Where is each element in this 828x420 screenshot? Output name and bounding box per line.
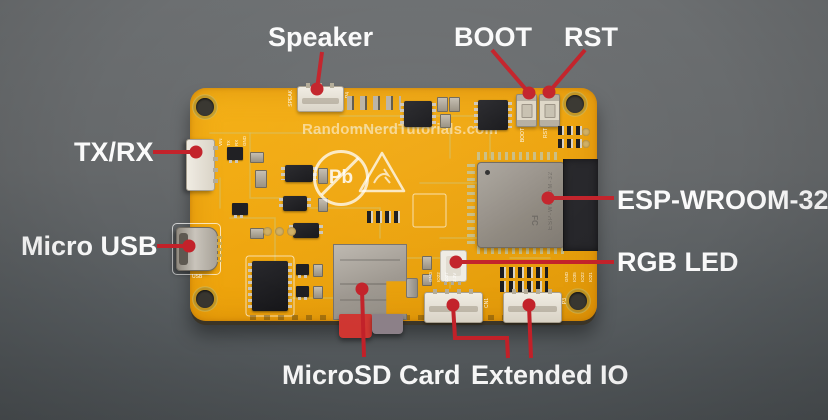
capacitor — [313, 264, 323, 277]
transistor — [296, 286, 309, 300]
microsd-card — [339, 314, 372, 338]
solder-pad — [582, 128, 590, 136]
mounting-hole — [196, 98, 214, 116]
speaker-connector — [297, 83, 344, 112]
capacitor — [313, 286, 323, 299]
reset-button-component — [539, 94, 560, 127]
label-esp-wroom-32: ESP-WROOM-32 — [617, 185, 828, 215]
capacitor — [250, 152, 264, 163]
esp-module-marking: ESP-WROOM-32 — [548, 171, 554, 231]
pointer-line-rst — [547, 48, 587, 94]
esp-castellated-pads — [477, 246, 565, 254]
ic-chip — [289, 223, 323, 238]
label-microsd-card: MicroSD Card — [282, 360, 461, 390]
mounting-hole — [196, 290, 214, 308]
rst-silkscreen: RST — [543, 128, 549, 138]
resistor-cluster — [558, 126, 584, 135]
resistor-cluster — [500, 267, 548, 278]
microsd-spring-contact — [406, 278, 418, 298]
ic-chip — [474, 100, 512, 130]
cn1-pin-labels: GND IO22 IO27 3.3V — [428, 272, 457, 282]
capacitor — [422, 256, 432, 270]
label-micro-usb: Micro USB — [21, 231, 158, 261]
usb-silkscreen: USB — [192, 274, 203, 280]
resistor-cluster — [558, 139, 584, 148]
pointer-line-boot — [490, 48, 531, 95]
p3-pin-labels: GND IO35 IO22 IO21 — [564, 272, 593, 282]
capacitor — [422, 274, 432, 286]
label-extended-io: Extended IO — [471, 360, 629, 390]
resistor-network — [367, 211, 401, 223]
label-txrx: TX/RX — [74, 137, 154, 167]
esp-castellated-pads — [467, 164, 475, 244]
esp-castellated-pads — [477, 152, 561, 160]
capacitor — [255, 170, 267, 188]
extended-io-connector-cn1 — [424, 289, 483, 323]
capacitor — [437, 97, 448, 112]
speaker-silkscreen: SPEAK — [288, 90, 294, 107]
solder-pad — [263, 227, 272, 236]
label-rst: RST — [564, 22, 618, 52]
resistor-cluster — [500, 281, 548, 292]
capacitor — [250, 228, 264, 239]
ic-chip — [281, 165, 317, 182]
esp-wroom-32-module: ESP-WROOM-32 FC — [477, 162, 565, 248]
ic-chip-16pin — [248, 261, 292, 311]
solder-pad — [582, 140, 590, 148]
transistor — [232, 203, 248, 218]
esd-warning-icon — [358, 151, 406, 193]
txrx-connector — [186, 139, 218, 191]
watermark-text: RandomNerdTutorials.com — [302, 121, 499, 138]
cn1-silkscreen: CN1 — [484, 298, 490, 309]
boot-button-component — [516, 94, 537, 127]
ic-chip — [400, 101, 436, 127]
micro-usb-connector — [176, 227, 222, 271]
label-rgb-led: RGB LED — [617, 247, 739, 277]
transistor — [227, 147, 243, 163]
transistor — [296, 264, 309, 278]
ic-chip — [279, 196, 311, 211]
label-speaker: Speaker — [268, 22, 374, 52]
esp32-display-board: RandomNerdTutorials.com SPEAK P4 BOOT RS… — [172, 83, 598, 338]
solder-pad — [275, 227, 284, 236]
mounting-hole — [566, 95, 584, 113]
fcc-mark: FC — [530, 215, 540, 226]
uart-pin-labels: VIN TX RX GND — [218, 136, 247, 146]
extended-io-connector-p3 — [503, 289, 562, 323]
label-boot: BOOT — [454, 22, 532, 52]
mounting-hole — [569, 292, 587, 310]
solder-pad — [287, 227, 296, 236]
microsd-card-label-half — [372, 314, 403, 334]
capacitor-row — [347, 96, 401, 110]
boot-silkscreen: BOOT — [520, 128, 526, 143]
esp-antenna-section — [563, 159, 598, 251]
capacitor — [449, 97, 460, 112]
p3-silkscreen: P3 — [562, 298, 568, 305]
capacitor — [440, 114, 451, 128]
